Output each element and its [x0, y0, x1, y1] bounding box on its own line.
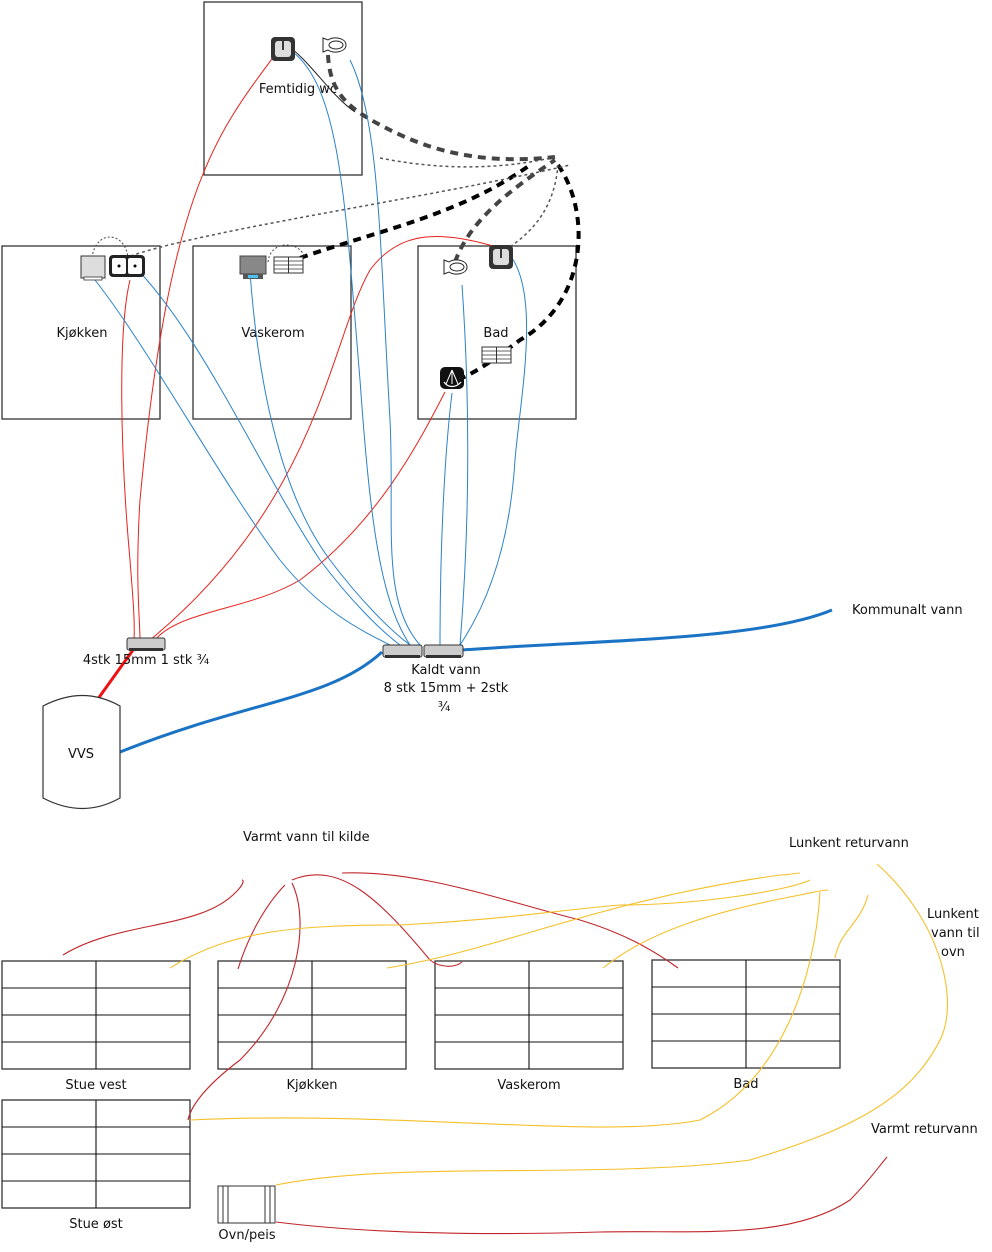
heating-hot-return [275, 1156, 888, 1235]
heating-hot-kjokken [237, 884, 286, 970]
drain-lines [91, 54, 581, 380]
hot-pipe-wc [137, 47, 281, 641]
radiator-label: Stue vest [65, 1078, 126, 1093]
radiator-label: Stue øst [69, 1217, 123, 1232]
drain-kjokken-loop [91, 236, 129, 259]
cold-pipe-wc-toilet [349, 59, 421, 646]
cold-pipe-vaskerom [249, 271, 411, 646]
label-lukewarm-to-stove-3: ovn [941, 945, 965, 960]
cold-water-pipes [94, 51, 528, 646]
room-label-bad: Bad [483, 326, 508, 341]
cold-water-manifold-1[interactable] [382, 644, 423, 658]
room-bad[interactable]: Bad [417, 245, 577, 420]
drain-vaskerom-loop [267, 244, 306, 263]
cold-manifold-label-3: ¾ [438, 700, 451, 715]
drain-wc-toilet [326, 54, 556, 162]
heating-hot-stue-vest [62, 879, 244, 956]
label-lukewarm-to-stove-1: Lunkent [927, 907, 979, 922]
supply-label: Kommunalt vann [852, 603, 963, 618]
sink-icon-bad[interactable] [489, 245, 513, 269]
cold-pipe-bad-shower [439, 392, 453, 646]
label-hot-return: Varmt returvann [871, 1122, 978, 1137]
label-lukewarm-return: Lunkent returvann [789, 836, 909, 851]
drain-bad-sink [499, 164, 559, 254]
radiator-2[interactable]: Vaskerom [434, 960, 624, 1093]
cold-pipe-kjokken-sink [129, 261, 401, 646]
cold-pipe-bad-toilet [459, 284, 469, 646]
stove[interactable]: Ovn/peis [217, 1185, 276, 1243]
washing-machine-icon[interactable] [239, 255, 267, 279]
radiator-label: Kjøkken [287, 1078, 338, 1093]
floor-drain-grate-icon-bad[interactable] [481, 346, 512, 364]
hot-water-pipes [121, 47, 501, 641]
room-label-vaskerom: Vaskerom [241, 326, 304, 341]
tank-label: VVS [68, 747, 94, 762]
cold-manifold-label-2: 8 stk 15mm + 2stk [384, 681, 509, 696]
label-lukewarm-to-stove-2: vann til [931, 926, 980, 941]
shower-icon[interactable] [440, 367, 464, 389]
floor-drain-grate-icon-vaskerom[interactable] [273, 256, 304, 274]
lukewarm-stue-vest [169, 879, 811, 969]
cold-pipe-wc-sink [292, 51, 411, 646]
lukewarm-to-stove [275, 863, 948, 1186]
hot-pipe-kjokken [121, 279, 135, 641]
radiator-1[interactable]: Kjøkken [217, 960, 407, 1093]
drain-vaskerom [299, 163, 532, 260]
drain-kjokken-sink [124, 164, 571, 259]
hot-pipe-bad-shower [154, 391, 446, 641]
heating-lukewarm-pipes [169, 863, 948, 1186]
drain-bad-shower [461, 163, 581, 380]
radiator-label: Bad [733, 1077, 758, 1092]
main-supply-pipe [461, 608, 833, 652]
heating-hot-bad [341, 872, 679, 969]
cold-pipe-bad-sink [459, 257, 528, 646]
radiator-0[interactable]: Stue vest [1, 960, 191, 1093]
hot-water-manifold[interactable] [126, 637, 166, 651]
hot-manifold-label: 4stk 15mm 1 stk ¾ [83, 653, 210, 668]
cold-manifold-label-1: Kaldt vann [411, 663, 481, 678]
toilet-icon-bad[interactable] [443, 259, 468, 275]
lukewarm-bad [834, 894, 869, 959]
radiator-4[interactable]: Stue øst [1, 1099, 191, 1232]
radiator-label: Vaskerom [497, 1078, 560, 1093]
cold-water-manifold-2[interactable] [423, 644, 464, 658]
sink-icon-wc[interactable] [271, 37, 295, 61]
hot-pipe-bad-sink [149, 235, 501, 641]
label-hot-to-source: Varmt vann til kilde [243, 830, 370, 845]
heating-hot-stue-ost [187, 882, 301, 1121]
lukewarm-kjokken [386, 872, 801, 969]
room-vaskerom[interactable]: Vaskerom [192, 245, 352, 420]
radiator-3[interactable]: Bad [651, 959, 841, 1092]
room-label-kjokken: Kjøkken [57, 326, 108, 341]
main-tank-cold-pipe [119, 650, 384, 754]
stove-label: Ovn/peis [218, 1228, 275, 1243]
drain-bad-toilet [453, 158, 557, 263]
lukewarm-vaskerom [602, 889, 829, 969]
heating-hot-vaskerom [291, 874, 463, 967]
lukewarm-stue-ost [189, 891, 821, 1128]
double-sink-icon[interactable] [109, 255, 145, 277]
water-heater-tank[interactable]: VVS [42, 694, 121, 810]
toilet-icon-wc[interactable] [322, 37, 347, 53]
cold-pipe-kjokken-dishwasher [94, 279, 391, 646]
drain-main-thin [379, 156, 556, 168]
heating-hot-pipes [62, 872, 888, 1235]
dishwasher-icon[interactable] [80, 255, 106, 281]
